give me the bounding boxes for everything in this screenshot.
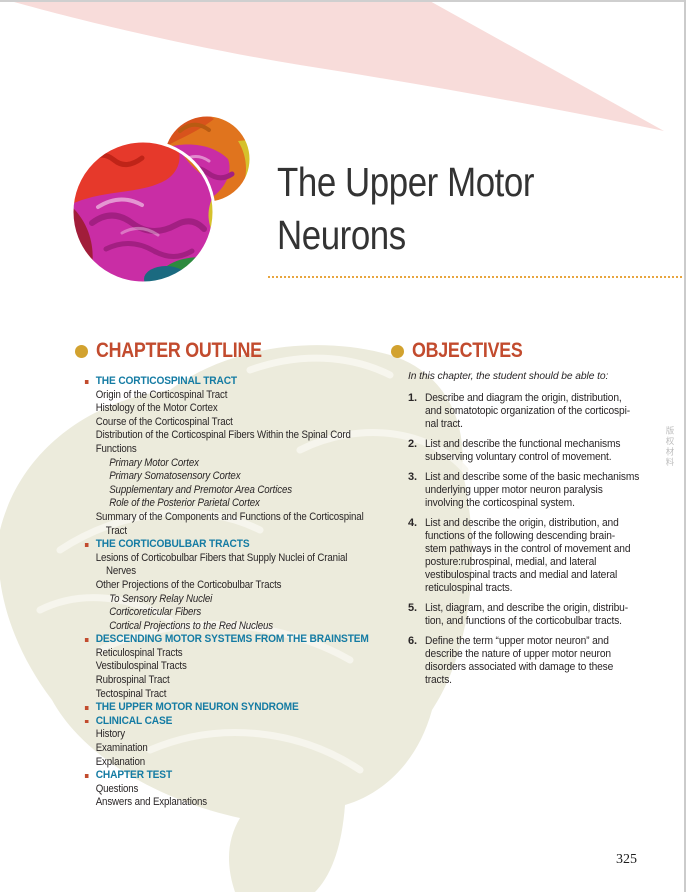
objective-item: 3. List and describe some of the basic m… bbox=[408, 471, 683, 510]
outline-item: Questions bbox=[95, 782, 139, 795]
objective-item: 6. Define the term “upper motor neuron” … bbox=[408, 635, 683, 687]
objective-text: Define the term “upper motor neuron” and… bbox=[425, 635, 614, 686]
objective-text: List and describe the functional mechani… bbox=[425, 438, 621, 463]
objectives-heading: OBJECTIVES bbox=[391, 339, 683, 362]
pink-ribbon-decoration bbox=[7, 0, 664, 131]
chapter-title: The Upper Motor Neurons bbox=[277, 159, 535, 258]
outline-item: Other Projections of the Corticobulbar T… bbox=[95, 578, 282, 591]
outline-subitem: Primary Somatosensory Cortex bbox=[109, 470, 241, 483]
objectives-section: OBJECTIVES In this chapter, the student … bbox=[391, 339, 683, 694]
chapter-outline-title: CHAPTER OUTLINE bbox=[96, 339, 262, 362]
outline-section: THE UPPER MOTOR NEURON SYNDROME bbox=[75, 701, 354, 715]
objective-number: 2. bbox=[408, 438, 417, 450]
outline-item: Tectospinal Tract bbox=[95, 687, 167, 700]
brain-watermark bbox=[0, 345, 472, 892]
outline-item: Answers and Explanations bbox=[95, 796, 207, 809]
page-number: 325 bbox=[616, 852, 637, 867]
objective-number: 3. bbox=[408, 471, 417, 483]
page-top-edge bbox=[0, 0, 686, 2]
objective-number: 1. bbox=[408, 392, 417, 404]
outline-section: CLINICAL CASE bbox=[75, 715, 354, 729]
outline-section: DESCENDING MOTOR SYSTEMS FROM THE BRAINS… bbox=[75, 633, 369, 647]
outline-subitem: Role of the Posterior Parietal Cortex bbox=[109, 497, 260, 510]
dotted-rule bbox=[268, 276, 682, 278]
outline-item: Summary of the Components and Functions … bbox=[95, 510, 364, 537]
objective-text: List and describe the origin, distributi… bbox=[425, 517, 631, 594]
objective-text: List, diagram, and describe the origin, … bbox=[425, 602, 628, 627]
objective-item: 1. Describe and diagram the origin, dist… bbox=[408, 392, 683, 431]
outline-item: History bbox=[95, 728, 125, 741]
outline-item: Course of the Corticospinal Tract bbox=[95, 415, 233, 428]
copyright-watermark: 版权材料 bbox=[665, 426, 675, 468]
objective-item: 4. List and describe the origin, distrib… bbox=[408, 517, 683, 595]
outline-item: Origin of the Corticospinal Tract bbox=[95, 388, 228, 401]
outline-list: THE CORTICOSPINAL TRACT Origin of the Co… bbox=[75, 375, 385, 810]
objective-item: 5. List, diagram, and describe the origi… bbox=[408, 602, 683, 628]
outline-section: THE CORTICOSPINAL TRACT bbox=[75, 375, 354, 389]
objectives-intro: In this chapter, the student should be a… bbox=[408, 371, 609, 382]
objective-text: Describe and diagram the origin, distrib… bbox=[425, 392, 630, 430]
objective-number: 6. bbox=[408, 635, 417, 647]
outline-section: THE CORTICOBULBAR TRACTS bbox=[75, 538, 354, 552]
outline-item: Explanation bbox=[95, 755, 146, 768]
objectives-list: 1. Describe and diagram the origin, dist… bbox=[408, 392, 683, 687]
gold-bullet-icon bbox=[391, 344, 404, 358]
gold-bullet-icon bbox=[75, 344, 88, 358]
chapter-outline-section: CHAPTER OUTLINE THE CORTICOSPINAL TRACT … bbox=[75, 339, 385, 810]
objective-text: List and describe some of the basic mech… bbox=[425, 471, 640, 509]
objective-item: 2. List and describe the functional mech… bbox=[408, 438, 683, 464]
outline-subitem: To Sensory Relay Nuclei bbox=[109, 592, 213, 605]
outline-item: Reticulospinal Tracts bbox=[95, 646, 183, 659]
outline-subitem: Cortical Projections to the Red Nucleus bbox=[109, 619, 273, 632]
outline-item: Histology of the Motor Cortex bbox=[95, 402, 218, 415]
outline-item: Vestibulospinal Tracts bbox=[95, 660, 187, 673]
outline-item: Examination bbox=[95, 742, 148, 755]
objective-number: 5. bbox=[408, 602, 417, 614]
chapter-outline-heading: CHAPTER OUTLINE bbox=[75, 339, 385, 362]
outline-subitem: Primary Motor Cortex bbox=[109, 456, 199, 469]
outline-item: Functions bbox=[95, 442, 137, 455]
page-right-edge bbox=[683, 0, 686, 892]
brain-illustration bbox=[70, 113, 253, 285]
outline-item: Distribution of the Corticospinal Fibers… bbox=[95, 429, 351, 442]
outline-section: CHAPTER TEST bbox=[75, 769, 354, 783]
outline-item: Rubrospinal Tract bbox=[95, 674, 170, 687]
outline-subitem: Supplementary and Premotor Area Cortices bbox=[109, 483, 292, 496]
outline-subitem: Corticoreticular Fibers bbox=[109, 606, 202, 619]
outline-item: Lesions of Corticobulbar Fibers that Sup… bbox=[95, 551, 348, 578]
objectives-title: OBJECTIVES bbox=[412, 339, 523, 362]
objective-number: 4. bbox=[408, 517, 417, 529]
